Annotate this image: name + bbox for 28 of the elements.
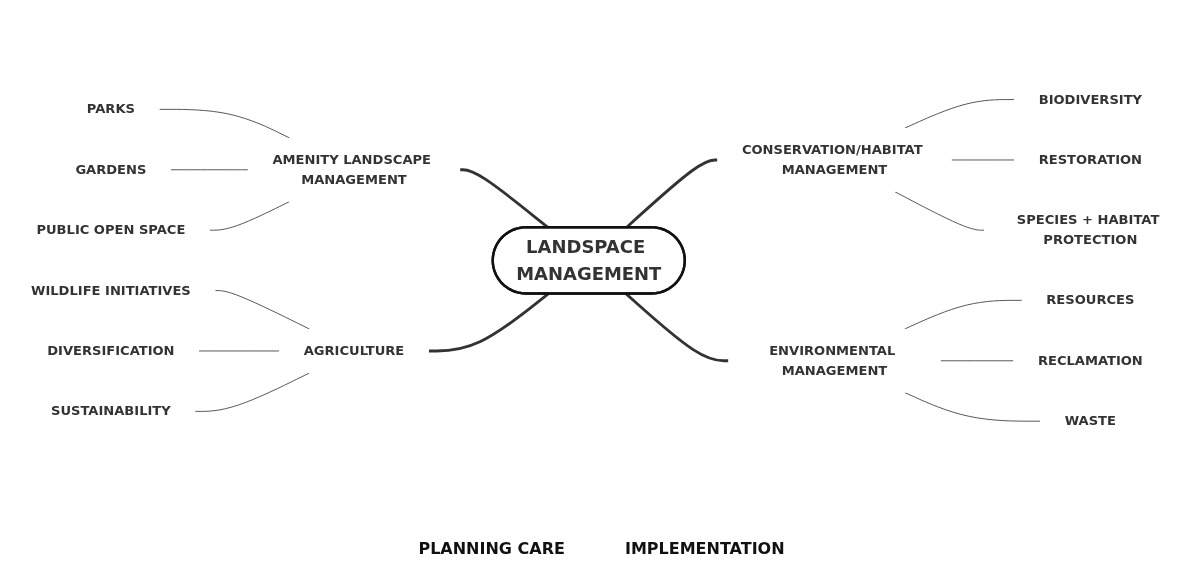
connector — [209, 200, 290, 231]
connector — [940, 360, 1014, 361]
node-text: PARKS — [86, 100, 135, 117]
connector — [904, 299, 1023, 329]
node-text: AMENITY LANDSCAPE MANAGEMENT — [272, 151, 431, 187]
node-text: PUBLIC OPEN SPACE — [36, 221, 186, 238]
connector — [904, 391, 1041, 422]
note-label: IMPLEMENTATION — [624, 539, 785, 558]
connector — [214, 289, 310, 329]
connector — [904, 98, 1015, 129]
node-text: SUSTAINABILITY — [51, 402, 171, 419]
node-text: BIODIVERSITY — [1038, 91, 1143, 107]
note-label: PLANNING CARE — [418, 539, 565, 558]
connector — [170, 169, 249, 170]
node-text: AGRICULTURE — [303, 342, 405, 358]
node-text: GARDENS — [75, 161, 147, 177]
node-text: RESTORATION — [1038, 151, 1143, 167]
node-text: WILDLIFE INITIATIVES — [31, 282, 191, 298]
node-text: RECLAMATION — [1037, 352, 1143, 368]
connector — [194, 372, 310, 412]
node-text: WASTE — [1064, 412, 1116, 429]
connector — [894, 191, 985, 231]
node-text: RESOURCES — [1046, 291, 1135, 308]
node-text: SPECIES + HABITAT PROTECTION — [1016, 211, 1160, 247]
node-text: CONSERVATION/HABITAT MANAGEMENT — [741, 141, 923, 177]
node-text: ENVIRONMENTAL MANAGEMENT — [769, 342, 896, 378]
connector — [159, 108, 290, 138]
node-text: DIVERSIFICATION — [47, 342, 175, 358]
